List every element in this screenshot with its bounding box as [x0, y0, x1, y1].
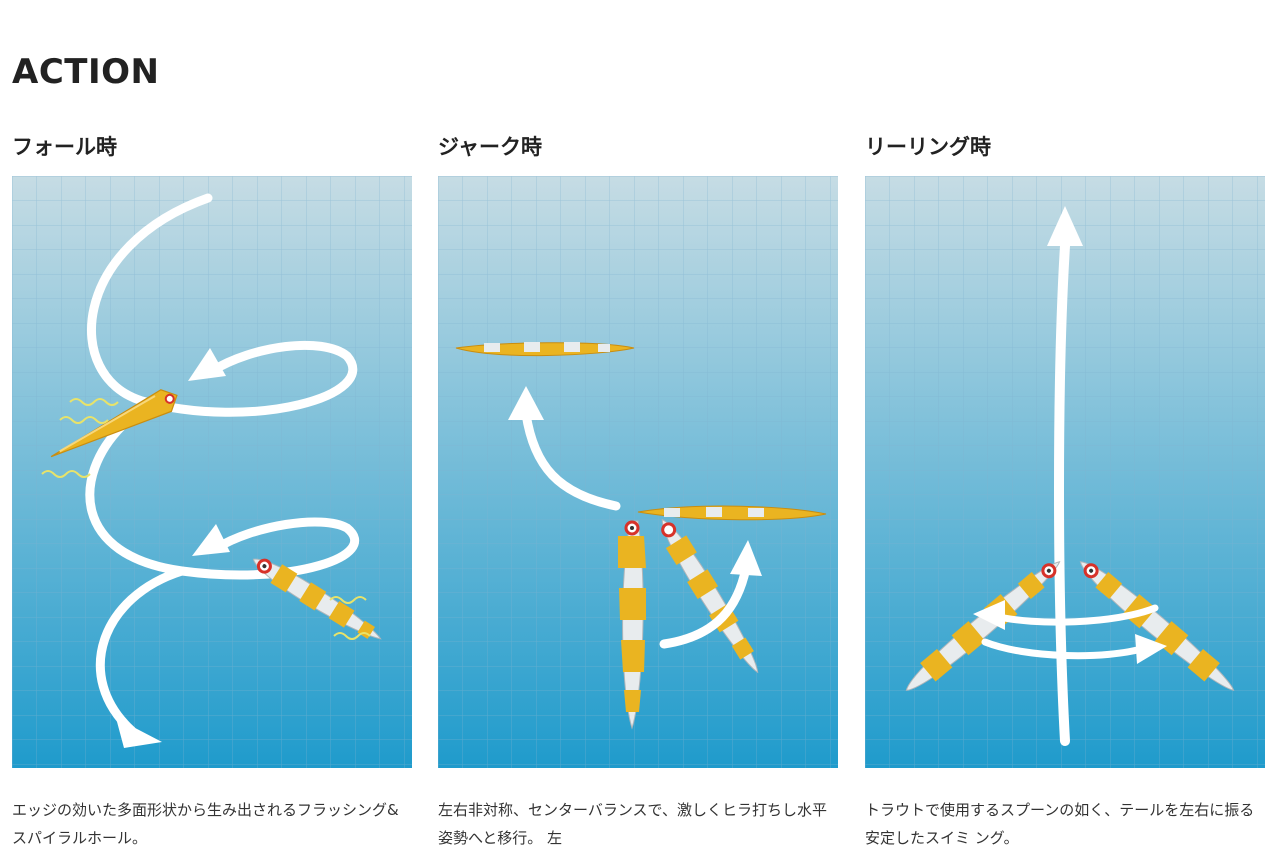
column-heading-reeling: リーリング時 [865, 135, 991, 159]
vibration-mark [69, 398, 119, 406]
lure-horizontal [637, 505, 827, 521]
spiral-arrow [87, 193, 358, 417]
fall-illustration-svg [12, 176, 412, 768]
lure-swing-left [905, 561, 1061, 691]
column-caption-jerk: 左右非対称、センターバランスで、激しくヒラ打ちし水平姿勢へと移行。 左 [438, 801, 827, 847]
action-column-jerk: ジャーク時 [438, 128, 838, 852]
action-column-reeling: リーリング時 [865, 128, 1265, 852]
arrowhead [116, 718, 162, 748]
column-heading-jerk: ジャーク時 [438, 135, 542, 159]
column-caption-reeling: トラウトで使用するスプーンの如く、テールを左右に振る安定したスイミ ング。 [865, 801, 1255, 847]
lure-striped [252, 558, 382, 640]
lure-gold [50, 389, 178, 458]
lure-vertical [618, 520, 646, 730]
spiral-arrow [95, 566, 187, 736]
page-title: ACTION [12, 52, 160, 92]
reeling-illustration [865, 176, 1265, 768]
swing-arrow-right [981, 638, 1149, 660]
jerk-illustration [438, 176, 838, 768]
arrowhead [730, 540, 762, 576]
column-heading-fall: フォール時 [12, 135, 117, 159]
arrowhead [188, 348, 226, 381]
column-caption-fall: エッジの効いた多面形状から生み出されるフラッシング&スパイラルホール。 [12, 801, 399, 847]
arrowhead [1047, 206, 1083, 246]
arrowhead [1135, 634, 1167, 664]
vibration-mark [41, 470, 91, 478]
swing-arrow-left [991, 604, 1159, 626]
jerk-arrow-right [659, 563, 751, 649]
arrowhead [192, 524, 230, 556]
grid-overlay [12, 176, 412, 768]
action-column-fall: フォール時 [12, 128, 412, 852]
reeling-arrow-up [1054, 241, 1070, 746]
arrowhead [508, 386, 544, 420]
vibration-mark [329, 596, 367, 604]
vibration-mark [59, 416, 109, 424]
vibration-mark [333, 632, 371, 640]
lure-horizontal [455, 342, 635, 357]
reeling-illustration-svg [865, 176, 1265, 768]
jerk-illustration-svg [438, 176, 838, 768]
jerk-arrow-left [521, 409, 621, 511]
arrowhead [973, 600, 1005, 630]
fall-illustration [12, 176, 412, 768]
